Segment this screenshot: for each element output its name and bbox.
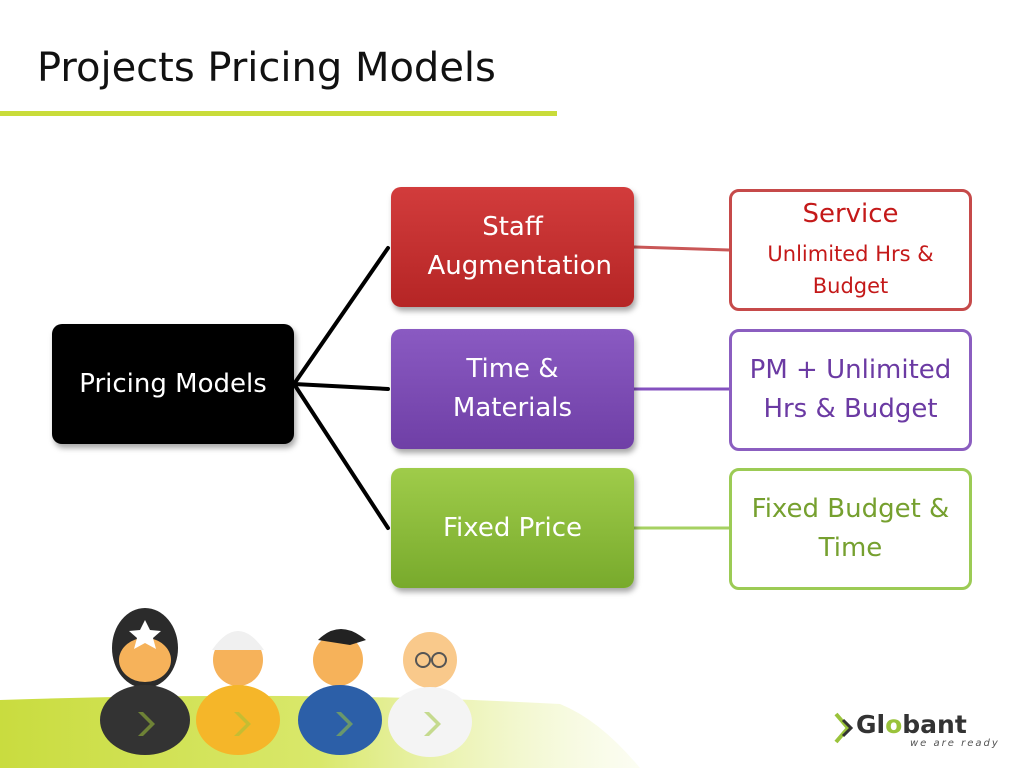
connector-root-tm [292, 382, 390, 391]
root-node-label: Pricing Models [79, 368, 267, 399]
service-box-title: Service [802, 198, 899, 229]
model-node-label: Time & Materials [452, 354, 573, 423]
service-box-text: PM + Unlimited Hrs & Budget [749, 355, 952, 424]
service-box-time-materials: PM + Unlimited Hrs & Budget [729, 329, 972, 451]
connector-staff-service [633, 245, 730, 252]
model-node-label: Fixed Price [442, 512, 583, 543]
logo-tagline: we are ready [910, 738, 1000, 749]
model-node-fixed-price: Fixed Price [391, 468, 634, 588]
scientist-mascot-icon [388, 632, 472, 757]
logo-chevron-icon [834, 712, 854, 744]
police-mascot-icon [100, 608, 190, 755]
logo-wordmark: Globant [856, 710, 967, 739]
connector-root-staff [292, 246, 390, 386]
title-underline [0, 111, 557, 116]
service-box-staff: Service Unlimited Hrs & Budget [729, 189, 972, 311]
service-box-text: Fixed Budget & Time [751, 494, 950, 563]
model-node-label: Staff Augmentation [427, 212, 613, 281]
connector-root-fixed [292, 382, 390, 530]
model-node-staff-augmentation: Staff Augmentation [391, 187, 634, 307]
builder-mascot-icon [196, 631, 280, 755]
globant-logo: Globant we are ready [834, 712, 1004, 752]
root-node-pricing-models: Pricing Models [52, 324, 294, 444]
service-box-fixed-price: Fixed Budget & Time [729, 468, 972, 590]
model-node-time-materials: Time & Materials [391, 329, 634, 449]
mechanic-mascot-icon [298, 629, 382, 755]
slide-title: Projects Pricing Models [37, 45, 496, 91]
service-box-detail: Unlimited Hrs & Budget [767, 242, 934, 298]
